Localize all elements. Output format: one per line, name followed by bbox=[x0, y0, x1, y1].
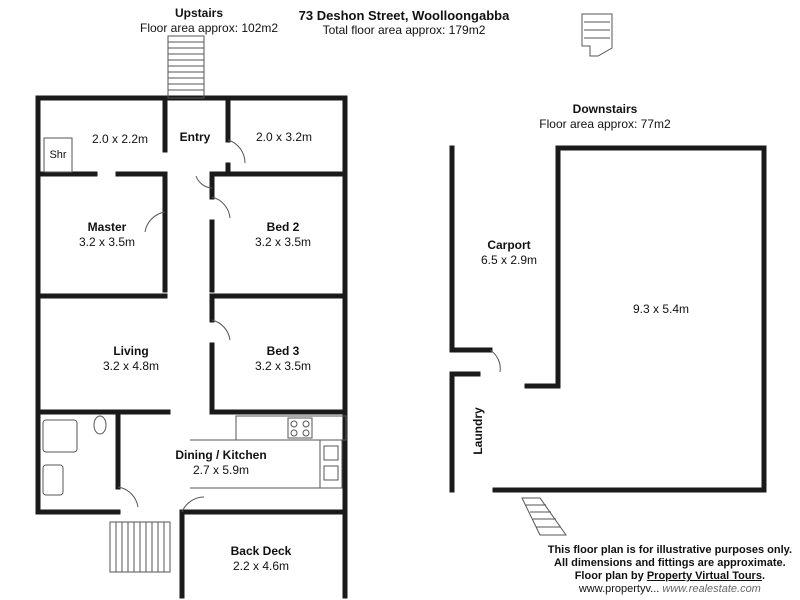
bath-basin bbox=[42, 419, 78, 453]
kitchen-sink bbox=[319, 439, 343, 489]
door-bed3 bbox=[211, 319, 231, 341]
disclaimer-line2: All dimensions and fittings are approxim… bbox=[554, 557, 786, 569]
deck-name: Back Deck bbox=[230, 544, 292, 558]
address-title: 73 Deshon Street, Woolloongabba bbox=[298, 8, 510, 23]
carport-name: Carport bbox=[487, 238, 531, 252]
main-room-label: 9.3 x 5.4m bbox=[616, 302, 706, 317]
downstairs-header: Downstairs Floor area approx: 77m2 bbox=[530, 102, 680, 132]
disclaimer-url: www.propertyv... bbox=[578, 583, 660, 595]
room-a-size: 2.0 x 2.2m bbox=[91, 132, 149, 146]
master-name: Master bbox=[87, 220, 127, 234]
dining-bench bbox=[190, 439, 321, 489]
room-a-label: 2.0 x 2.2m bbox=[80, 132, 160, 147]
upstairs-heading: Upstairs bbox=[174, 6, 224, 20]
laundry-label: Laundry bbox=[471, 407, 485, 455]
entry-name: Entry bbox=[179, 130, 211, 144]
bed2-name: Bed 2 bbox=[266, 220, 300, 234]
title-block: 73 Deshon Street, Woolloongabba Total fl… bbox=[286, 8, 522, 38]
door-laundry bbox=[489, 349, 501, 373]
room-b-size: 2.0 x 3.2m bbox=[255, 130, 313, 144]
cooktop bbox=[287, 417, 313, 439]
deck-wall bbox=[179, 509, 348, 599]
front-stairs bbox=[167, 35, 205, 99]
door-entry-hall bbox=[195, 175, 213, 189]
disclaimer-line3: Floor plan by Property Virtual Tours. bbox=[548, 570, 792, 583]
disclaimer: This floor plan is for illustrative purp… bbox=[548, 544, 792, 596]
property-virtual-tours-link[interactable]: Property Virtual Tours bbox=[646, 570, 762, 582]
kitchen-bench bbox=[235, 415, 347, 441]
disclaimer-suffix: . bbox=[761, 570, 766, 582]
downstairs-heading: Downstairs bbox=[572, 102, 638, 116]
stair-icon bbox=[581, 13, 613, 57]
downstairs-main-wall bbox=[492, 145, 767, 493]
door-bath bbox=[117, 486, 139, 508]
disclaimer-line1: This floor plan is for illustrative purp… bbox=[547, 544, 792, 556]
upstairs-header: Upstairs Floor area approx: 102m2 bbox=[140, 6, 278, 36]
laundry-wall bbox=[449, 347, 493, 377]
entry-label: Entry bbox=[170, 130, 220, 145]
downstairs-inner-wall bbox=[524, 145, 561, 389]
dining-name: Dining / Kitchen bbox=[175, 448, 267, 462]
dining-size: 2.7 x 5.9m bbox=[192, 463, 250, 477]
door-entry bbox=[227, 139, 246, 164]
living-size: 3.2 x 4.8m bbox=[102, 359, 160, 373]
disclaimer-prefix: Floor plan by bbox=[574, 570, 647, 582]
bed3-name: Bed 3 bbox=[266, 344, 300, 358]
main-room-size: 9.3 x 5.4m bbox=[632, 302, 690, 316]
master-size: 3.2 x 3.5m bbox=[78, 235, 136, 249]
watermark: www.realestate.com bbox=[662, 583, 761, 595]
deck-size: 2.2 x 4.6m bbox=[232, 559, 290, 573]
bed2-size: 3.2 x 3.5m bbox=[254, 235, 312, 249]
living-name: Living bbox=[113, 344, 149, 358]
vanity bbox=[42, 464, 64, 496]
downstairs-area: Floor area approx: 77m2 bbox=[539, 117, 671, 131]
disclaimer-website: www.propertyv... www.realestate.com bbox=[548, 583, 792, 596]
door-bed2 bbox=[211, 196, 231, 219]
carport-size: 6.5 x 2.9m bbox=[480, 253, 538, 267]
shower bbox=[43, 137, 73, 173]
upstairs-area: Floor area approx: 102m2 bbox=[140, 21, 279, 35]
room-b-label: 2.0 x 3.2m bbox=[244, 130, 324, 145]
shower-label: Shr bbox=[49, 149, 67, 161]
downstairs-stairs bbox=[521, 497, 567, 536]
door-master bbox=[144, 211, 166, 233]
upstairs-left-wall bbox=[35, 95, 121, 515]
toilet bbox=[93, 415, 107, 435]
bed3-size: 3.2 x 3.5m bbox=[254, 359, 312, 373]
door-deck bbox=[181, 496, 205, 513]
total-area: Total floor area approx: 179m2 bbox=[322, 23, 486, 37]
